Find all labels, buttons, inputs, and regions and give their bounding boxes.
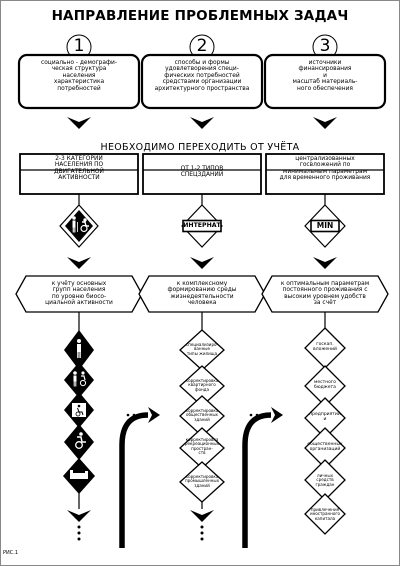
wheelchair-icon bbox=[75, 432, 86, 449]
diamond-internat bbox=[181, 204, 223, 248]
page-title: НАПРАВЛЕНИЕ ПРОБЛЕМНЫХ ЗАДАЧ bbox=[51, 8, 349, 24]
arrow-down-icon bbox=[190, 510, 214, 522]
column-number-2: 2 bbox=[196, 36, 208, 56]
icon-diamond-4 bbox=[64, 424, 94, 460]
column-number-3: 3 bbox=[319, 36, 331, 56]
section-subtitle: НЕОБХОДИМО ПЕРЕХОДИТЬ ОТ УЧЁТА bbox=[100, 142, 300, 153]
problem-text-3: источники финансирования и масштаб матер… bbox=[292, 60, 358, 92]
to-text-2: к комплексному формированию среды жизнед… bbox=[167, 281, 237, 307]
funding-source-3: предприятий и bbox=[309, 412, 341, 422]
icon-diamond-2 bbox=[64, 362, 94, 398]
problem-box-2 bbox=[140, 53, 264, 110]
curved-connector-1 bbox=[119, 412, 149, 548]
building-type-3: корректировка общественных зданий bbox=[185, 408, 219, 422]
accessibility-icon bbox=[75, 404, 84, 417]
icon-diamond-5 bbox=[63, 458, 95, 494]
arrow-down-icon bbox=[190, 257, 214, 269]
to-box-1 bbox=[15, 275, 143, 313]
building-type-1: специализиро- ванные типы жилища bbox=[185, 342, 219, 356]
elderly-person-icon bbox=[73, 371, 87, 387]
icon-stack bbox=[63, 312, 95, 509]
to-text-1: к учёту основных групп населения по уров… bbox=[45, 281, 113, 307]
from-box-2 bbox=[142, 153, 262, 195]
arrow-right-icon bbox=[148, 407, 160, 423]
arrow-down-icon bbox=[313, 257, 337, 269]
arrow-down-icon bbox=[190, 117, 214, 129]
funding-source-4: общественных организаций bbox=[307, 442, 343, 452]
arrow-down-icon bbox=[313, 117, 337, 129]
from-text-3: централизованных госвложений по минималь… bbox=[279, 156, 371, 182]
funding-stack bbox=[304, 312, 346, 535]
person-icon bbox=[77, 339, 81, 358]
dotted-leader bbox=[126, 413, 265, 417]
min-badge: MIN bbox=[316, 221, 334, 230]
from-text-2: ОТ 1-2 ТИПОВ СПЕЦЗДАНИЙ bbox=[180, 166, 224, 179]
building-type-4: корректировка рекреационных простран- ст… bbox=[184, 437, 220, 456]
bottom-dots bbox=[77, 525, 204, 541]
building-type-5: корректировка промышленных зданий bbox=[185, 474, 219, 488]
funding-source-2: местного бюджета bbox=[313, 380, 337, 390]
building-type-stack bbox=[179, 312, 225, 509]
funding-source-5: личных средств граждан bbox=[315, 473, 335, 487]
diamond-icons bbox=[59, 204, 99, 248]
bed-icon bbox=[70, 470, 88, 479]
curved-connector-2 bbox=[242, 412, 272, 548]
funding-source-1: госкап. вложений bbox=[313, 342, 337, 352]
icon-diamond-3 bbox=[64, 392, 94, 428]
icon-diamond-1 bbox=[64, 330, 94, 370]
problem-box-1 bbox=[17, 53, 141, 110]
problem-text-2: способы и формы удовлетворения специ- фи… bbox=[154, 60, 250, 92]
to-box-3 bbox=[261, 275, 389, 313]
arrow-down-icon bbox=[67, 257, 91, 269]
wheelchair-icon bbox=[80, 218, 89, 233]
arrow-right-icon bbox=[271, 407, 283, 423]
from-box-3 bbox=[265, 153, 385, 195]
building-type-2: корректировка квартирного фонда bbox=[185, 378, 219, 392]
problem-box-3 bbox=[263, 53, 387, 110]
diamond-min bbox=[304, 204, 346, 248]
column-number-1: 1 bbox=[73, 36, 85, 56]
from-text-1: 2-3 КАТЕГОРИИ НАСЕЛЕНИЯ ПО ДВИГАТЕЛЬНОЙ … bbox=[54, 156, 104, 182]
arrow-down-icon bbox=[67, 117, 91, 129]
to-text-3: к оптимальным параметрам постоянного про… bbox=[280, 281, 370, 307]
to-box-2 bbox=[138, 275, 266, 313]
elderly-person-icon bbox=[72, 216, 78, 233]
from-box-1 bbox=[19, 153, 139, 195]
funding-source-6: привлечения иностранного капитала bbox=[309, 507, 341, 521]
arrow-down-icon bbox=[67, 510, 91, 522]
problem-text-1: социально - демографи- ческая структура … bbox=[40, 60, 118, 92]
figure-label: РИС.1 bbox=[3, 550, 19, 556]
internat-badge: ИНТЕРНАТ bbox=[183, 221, 221, 229]
